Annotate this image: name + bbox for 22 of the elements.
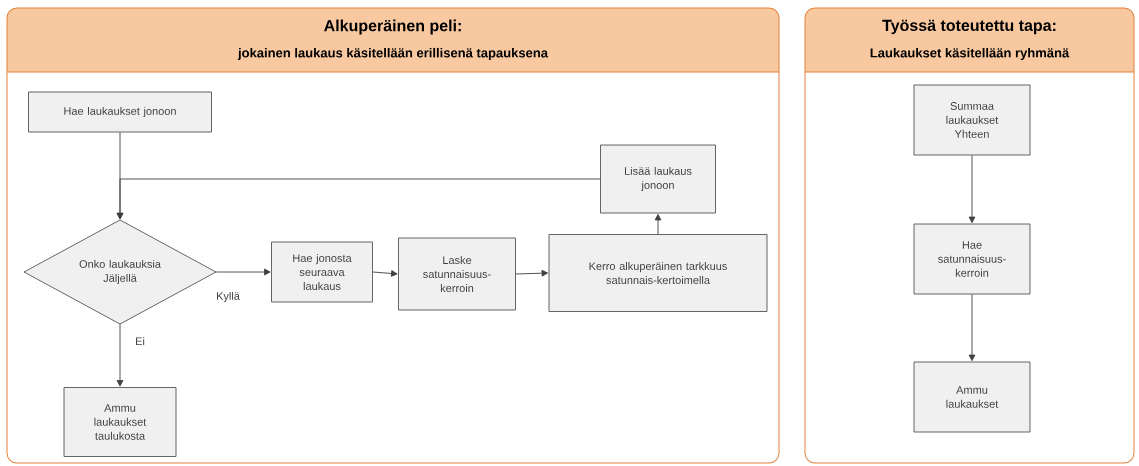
arrow — [968, 293, 976, 362]
process-box: Laske satunnaisuus-kerroin — [398, 237, 516, 311]
process-box: Hae laukaukset jonoon — [28, 91, 212, 133]
panel-title: Työssä toteutettu tapa: — [882, 19, 1056, 35]
edge-label: Ei — [134, 336, 146, 346]
process-box: Hae satunnaisuus-kerroin — [913, 223, 1031, 295]
panel-subtitle: Laukaukset käsitellään ryhmänä — [870, 47, 1070, 61]
panel-subtitle: jokainen laukaus käsitellään erillisenä tapauksena — [237, 47, 549, 61]
arrow — [515, 269, 549, 277]
arrow — [372, 270, 398, 277]
arrow — [215, 268, 271, 276]
process-box: Kerro alkuperäinen tarkkuus satunnais-kertoimella — [548, 234, 768, 312]
panel-title: Alkuperäinen peli: — [324, 19, 461, 35]
process-box: Ammu laukaukset taulukosta — [63, 387, 177, 457]
arrow — [116, 323, 124, 387]
arrow — [116, 178, 601, 220]
process-box: Ammu laukaukset — [913, 361, 1031, 433]
arrow — [654, 213, 662, 235]
process-box: Lisää laukaus jonoon — [600, 144, 716, 214]
arrow — [968, 154, 976, 224]
process-box: Hae jonosta seuraava laukaus — [271, 241, 373, 303]
process-box: Summaa laukaukset Yhteen — [913, 84, 1031, 156]
